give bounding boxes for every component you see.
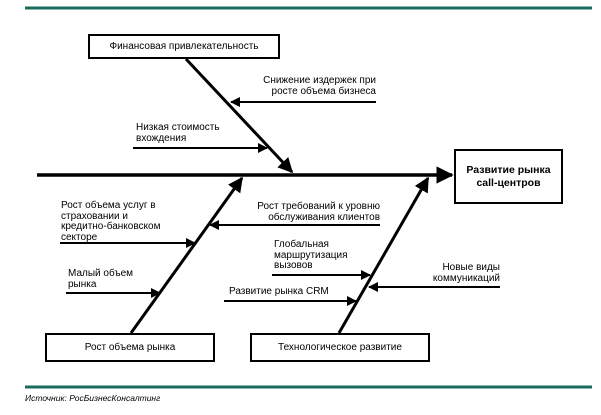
category-market-growth: Рост объема рынка (45, 333, 215, 362)
cause-low-entry-cost: Низкая стоимость вхождения (136, 122, 220, 144)
category-tech: Технологическое развитие (250, 333, 430, 362)
category-financial: Финансовая привлекательность (88, 34, 280, 59)
category-market-growth-label: Рост объема рынка (84, 342, 176, 353)
cause-cost-reduction: Снижение издержек при росте объема бизне… (263, 75, 376, 97)
category-financial-label: Финансовая привлекательность (109, 41, 259, 52)
effect-line-1: Развитие рынка (466, 163, 551, 176)
cause-service-requirements: Рост требований к уровню обслуживания кл… (257, 201, 380, 223)
effect-box: Развитие рынка call-центров (454, 149, 563, 204)
cause-new-communications: Новые виды коммуникаций (432, 262, 500, 284)
effect-line-2: call-центров (476, 176, 541, 189)
cause-crm-market: Развитие рынка CRM (229, 286, 329, 297)
cause-insurance-banking: Рост объема услуг в страховании и кредит… (61, 200, 161, 243)
cause-small-market: Малый объем рынка (68, 268, 134, 290)
bone-financial (184, 57, 294, 174)
bone-tech (337, 176, 430, 334)
source-note: Источник: РосБизнесКонсалтинг (25, 393, 161, 403)
bone-market-growth (129, 176, 244, 334)
cause-global-routing: Глобальная маршрутизация вызовов (274, 239, 348, 271)
category-tech-label: Технологическое развитие (278, 342, 402, 353)
